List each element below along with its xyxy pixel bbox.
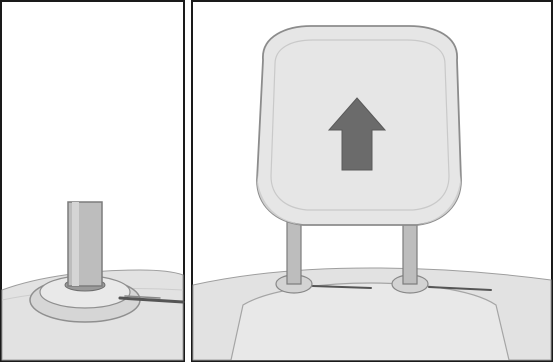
- left-post: [286, 221, 302, 285]
- up-arrow-icon: [327, 97, 387, 171]
- seat-back-panel: [230, 282, 510, 361]
- left-release-lever: [312, 285, 372, 289]
- detail-panel-headrest: [191, 0, 553, 362]
- right-post: [402, 221, 418, 285]
- headrest-removal-drawing: [191, 0, 553, 362]
- release-tool: [118, 296, 185, 304]
- detail-panel-post: [0, 0, 185, 362]
- right-release-lever: [428, 286, 492, 291]
- post-detail-drawing: [0, 0, 185, 362]
